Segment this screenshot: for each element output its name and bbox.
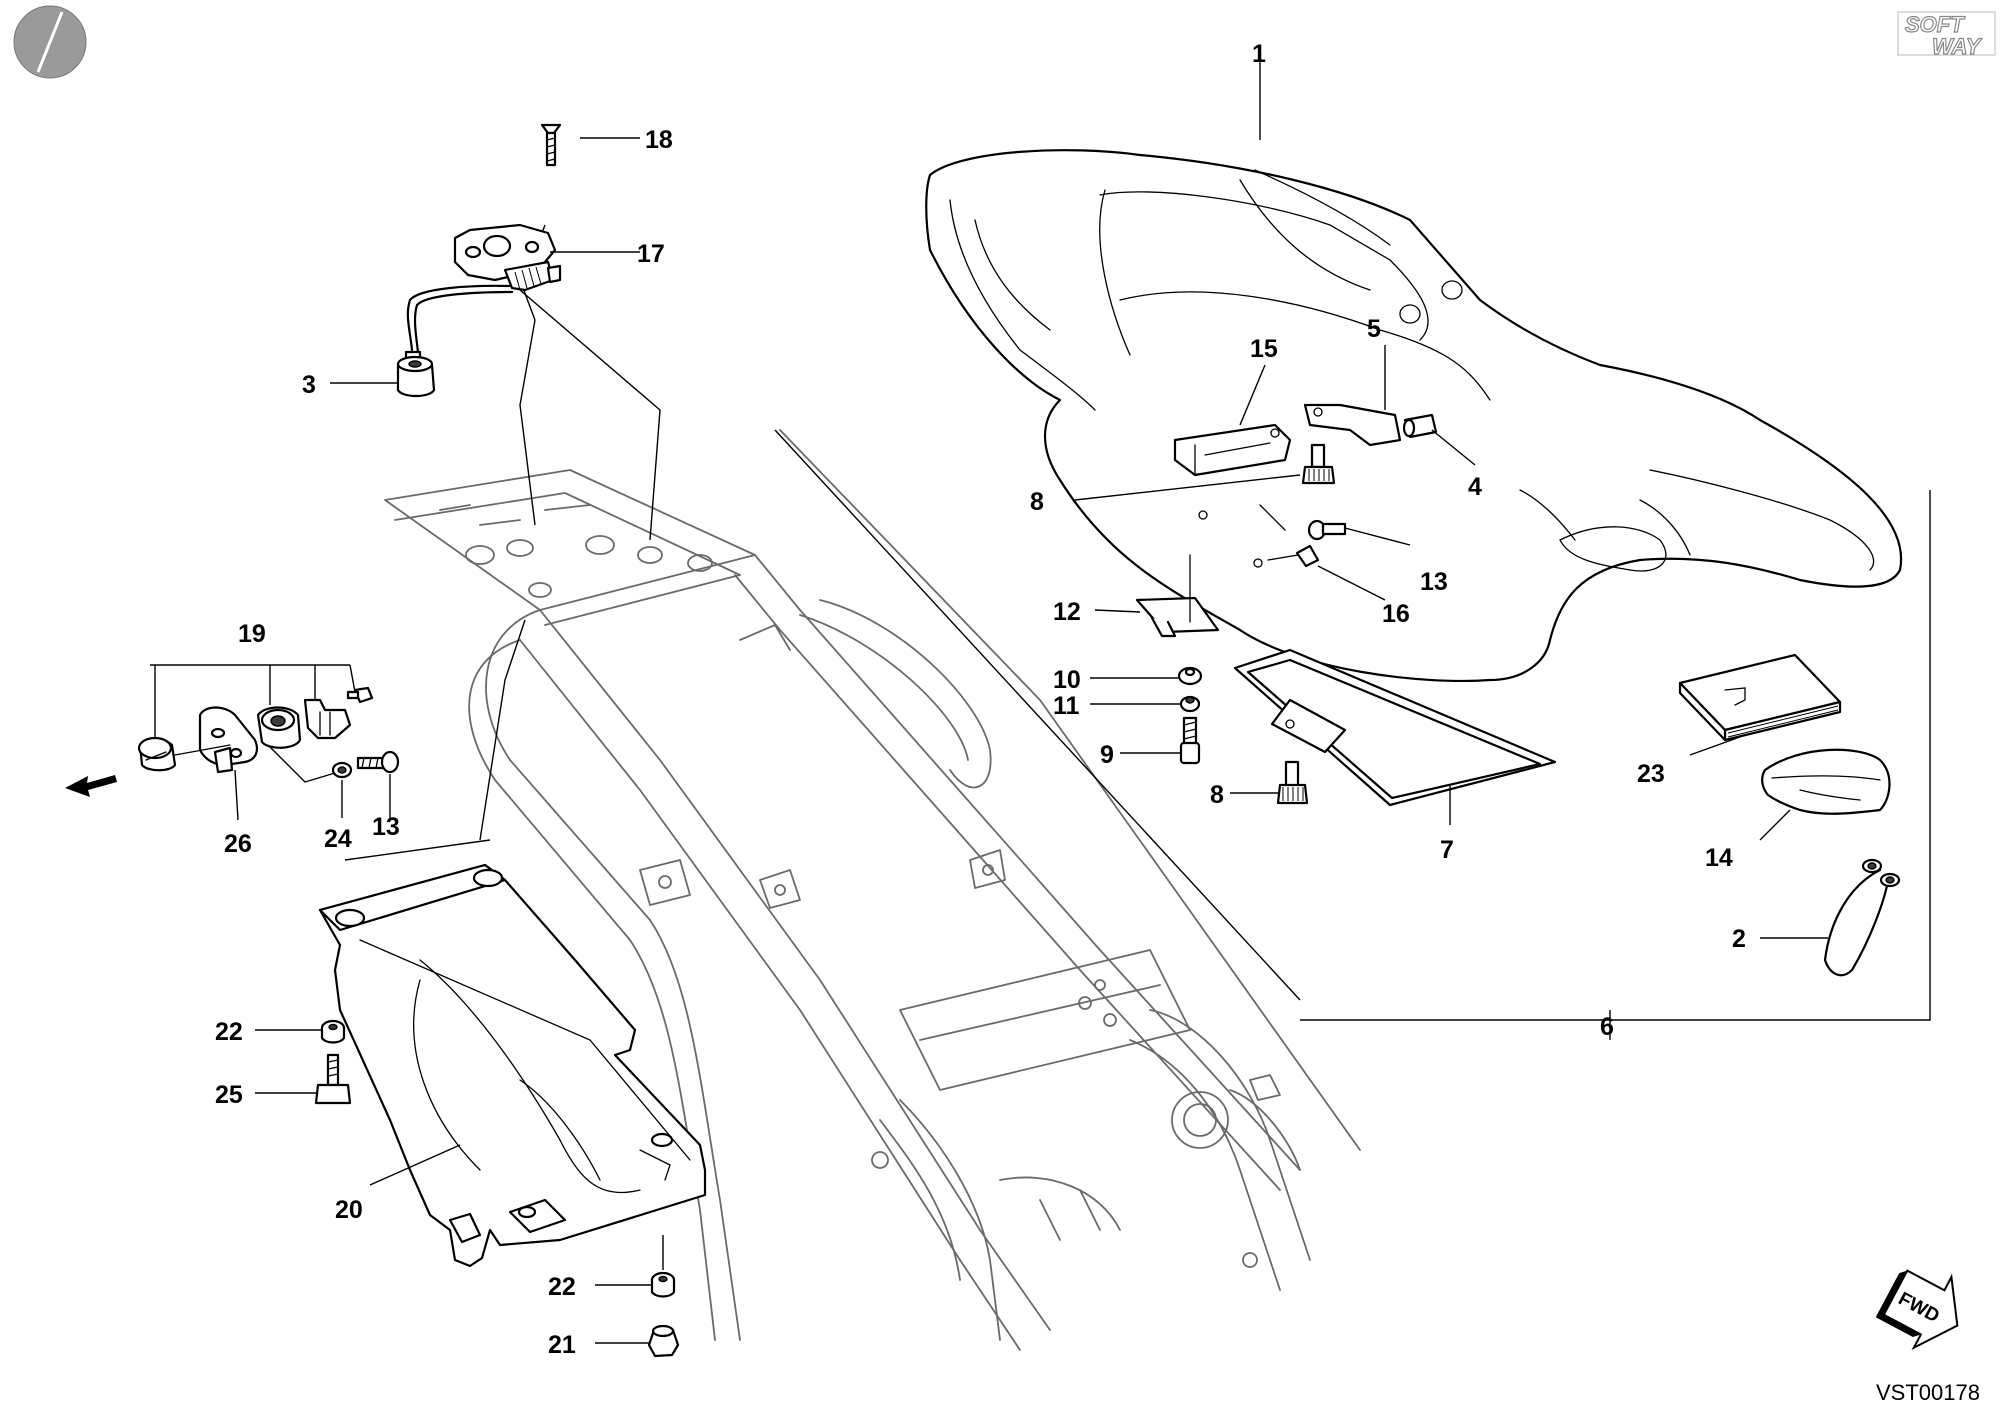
cable-3: [396, 284, 514, 398]
knob-8-upper: [1301, 443, 1336, 485]
brand-mark-icon: [13, 5, 87, 79]
softway-logo-line2: WAY: [1932, 34, 1983, 59]
callout-16: 16: [1382, 600, 1410, 628]
washer-22-upper: [320, 1019, 346, 1044]
pouch-14: [1761, 748, 1891, 815]
callout-10: 10: [1053, 666, 1081, 694]
callout-4: 4: [1468, 473, 1482, 501]
callout-2: 2: [1732, 925, 1746, 953]
callout-5: 5: [1367, 315, 1381, 343]
screw-13-seat: [1307, 519, 1347, 541]
screw-13-lock: [356, 750, 400, 774]
washer-22-lower: [650, 1271, 676, 1298]
callout-20: 20: [335, 1196, 363, 1224]
nut-21: [647, 1324, 680, 1358]
seat-assembly: [925, 149, 1903, 683]
callout-9: 9: [1100, 741, 1114, 769]
washer-11: [1179, 695, 1201, 713]
latch-17: [453, 223, 562, 292]
screw-18: [540, 123, 562, 167]
callout-11: 11: [1053, 692, 1080, 720]
fitting-16: [1267, 544, 1320, 568]
callout-14: 14: [1705, 844, 1733, 872]
callout-1: 1: [1252, 40, 1266, 68]
callout-21: 21: [548, 1331, 576, 1359]
callout-22: 22: [548, 1273, 576, 1301]
callout-25: 25: [215, 1081, 243, 1109]
cable-2: [1823, 858, 1901, 977]
washer-10: [1177, 666, 1203, 686]
fwd-arrow-icon: FWD: [1875, 1269, 1959, 1351]
motorcycle-rear-frame: [384, 429, 1361, 1351]
callout-26: 26: [224, 830, 252, 858]
plate-12: [1135, 554, 1220, 638]
bolt-25: [314, 1053, 352, 1105]
lock-assembly-19: [137, 686, 374, 774]
left-arrow-icon: [65, 775, 117, 797]
drawing-code: VST00178: [1876, 1380, 1980, 1405]
callout-3: 3: [302, 371, 316, 399]
callout-6: 6: [1600, 1013, 1614, 1041]
spacer-4: [1402, 413, 1438, 439]
callout-17: 17: [637, 240, 665, 268]
callout-23: 23: [1637, 760, 1665, 788]
callout-12: 12: [1053, 598, 1081, 626]
callout-22: 22: [215, 1018, 243, 1046]
callout-19: 19: [238, 620, 266, 648]
softway-logo: SOFT WAY: [1897, 11, 1996, 60]
callout-15: 15: [1250, 335, 1278, 363]
callout-13: 13: [372, 813, 400, 841]
bolt-9: [1179, 716, 1201, 765]
bracket-15: [1173, 423, 1292, 477]
manual-23: [1678, 653, 1842, 742]
undertray-20: [318, 863, 707, 1268]
callout-8: 8: [1030, 488, 1044, 516]
panel-7: [1233, 648, 1557, 807]
washer-24: [331, 761, 353, 779]
knob-8-lower: [1276, 760, 1309, 805]
callout-24: 24: [324, 825, 352, 853]
softway-logo-line1: SOFT: [1905, 12, 1965, 37]
callout-8: 8: [1210, 781, 1224, 809]
callout-7: 7: [1440, 836, 1454, 864]
bracket-5: [1303, 403, 1402, 447]
callout-18: 18: [645, 126, 673, 154]
callout-13: 13: [1420, 568, 1448, 596]
